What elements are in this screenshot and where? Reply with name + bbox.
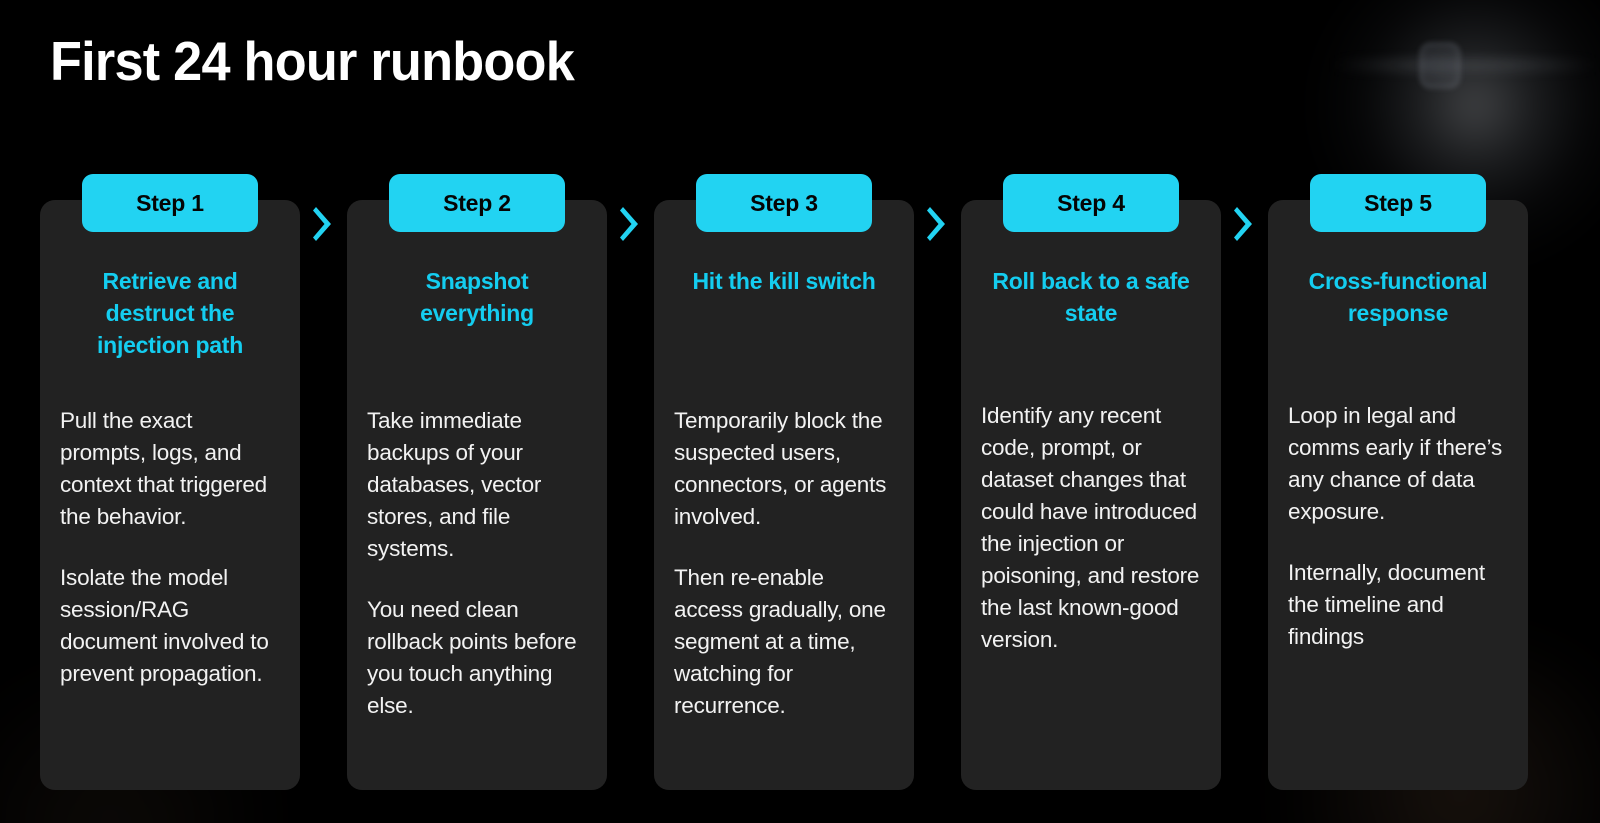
- step-paragraph: Loop in legal and comms early if there’s…: [1288, 403, 1502, 524]
- step-heading-3: Hit the kill switch: [692, 268, 876, 294]
- step-body-2: Take immediate backups of your databases…: [367, 405, 589, 722]
- step-heading-5: Cross-functional response: [1308, 268, 1488, 326]
- step-card-1[interactable]: Step 1 Retrieve and destruct the injecti…: [40, 174, 300, 790]
- step-badge-1: Step 1: [82, 174, 258, 232]
- step-badge-5: Step 5: [1310, 174, 1486, 232]
- chevron-right-icon: [914, 200, 961, 790]
- top-right-rounded-square-glow: [1419, 42, 1461, 89]
- chevron-right-icon: [607, 200, 654, 790]
- step-paragraph: Internally, document the timeline and fi…: [1288, 560, 1485, 649]
- step-body-3: Temporarily block the suspected users, c…: [674, 405, 896, 722]
- step-body-5: Loop in legal and comms early if there’s…: [1288, 400, 1510, 653]
- steps-row: Step 1 Retrieve and destruct the injecti…: [40, 174, 1553, 790]
- step-body-1: Pull the exact prompts, logs, and contex…: [60, 405, 282, 690]
- step-paragraph: Take immediate backups of your databases…: [367, 408, 542, 561]
- step-card-3[interactable]: Step 3 Hit the kill switch Temporarily b…: [654, 174, 914, 790]
- step-paragraph: Temporarily block the suspected users, c…: [674, 408, 887, 529]
- step-badge-2: Step 2: [389, 174, 565, 232]
- step-card-4[interactable]: Step 4 Roll back to a safe state Identif…: [961, 174, 1221, 790]
- step-heading-4: Roll back to a safe state: [992, 268, 1190, 326]
- step-card-5[interactable]: Step 5 Cross-functional response Loop in…: [1268, 174, 1528, 790]
- step-badge-4: Step 4: [1003, 174, 1179, 232]
- step-card-2[interactable]: Step 2 Snapshot everything Take immediat…: [347, 174, 607, 790]
- step-paragraph: Then re-enable access gradually, one seg…: [674, 565, 886, 718]
- page-title: First 24 hour runbook: [50, 30, 575, 92]
- step-heading-2: Snapshot everything: [420, 268, 534, 326]
- step-heading-1: Retrieve and destruct the injection path: [97, 268, 243, 358]
- step-badge-3: Step 3: [696, 174, 872, 232]
- step-paragraph: Pull the exact prompts, logs, and contex…: [60, 408, 267, 529]
- step-paragraph: You need clean rollback points before yo…: [367, 597, 577, 718]
- step-body-4: Identify any recent code, prompt, or dat…: [981, 400, 1203, 656]
- chevron-right-icon: [1221, 200, 1268, 790]
- step-paragraph: Identify any recent code, prompt, or dat…: [981, 403, 1200, 652]
- top-right-light-streak: [1330, 58, 1600, 72]
- step-paragraph: Isolate the model session/RAG document i…: [60, 565, 269, 686]
- chevron-right-icon: [300, 200, 347, 790]
